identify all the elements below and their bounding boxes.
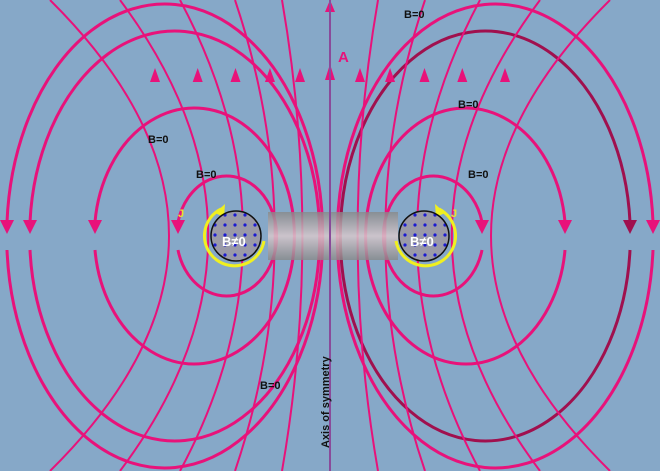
arrow-icon — [558, 220, 572, 234]
arrow-icon — [264, 68, 275, 82]
axial-field-line — [119, 0, 210, 471]
field-zero-label: B=0 — [458, 99, 479, 111]
arrow-icon — [419, 68, 430, 82]
field-zero-label: B=0 — [260, 380, 281, 392]
field-zero-label: B=0 — [196, 169, 217, 181]
coil-field-label: B≠0 — [222, 234, 246, 249]
arrow-icon — [0, 220, 14, 234]
field-zero-label: B=0 — [404, 9, 425, 21]
coil-field-label: B≠0 — [410, 234, 434, 249]
axial-field-line — [49, 0, 170, 471]
arrow-icon — [500, 68, 510, 82]
arrow-icon — [457, 68, 468, 82]
toroid-cylinder — [268, 212, 398, 260]
field-zero-label: B=0 — [468, 169, 489, 181]
arrow-icon — [295, 68, 305, 82]
axis-label: Axis of symmetry — [320, 355, 332, 448]
coil-cross-section — [210, 210, 262, 262]
current-loop — [394, 207, 458, 268]
arrow-icon — [385, 68, 396, 82]
arrow-icon — [88, 220, 102, 234]
arrow-icon — [192, 68, 203, 82]
vector-potential-label: A — [338, 49, 349, 66]
arrow-icon — [171, 220, 185, 234]
current-label: J — [178, 208, 184, 220]
field-zero-label: B=0 — [148, 134, 169, 146]
left-coil: B≠0 J — [178, 204, 266, 268]
current-label: J — [451, 208, 457, 220]
axial-field-line — [450, 0, 541, 471]
axial-field-line — [490, 0, 611, 471]
arrow-icon — [150, 68, 160, 82]
current-arrow-icon — [215, 204, 225, 217]
arrow-icon — [355, 68, 365, 82]
arrow-icon — [230, 68, 241, 82]
arrow-icon — [646, 220, 660, 234]
arrow-icon — [475, 220, 489, 234]
arrow-icon — [23, 220, 37, 234]
current-arrow-icon — [435, 204, 445, 217]
field-arrows — [0, 0, 660, 234]
current-loop — [202, 207, 266, 268]
coil-cross-section — [398, 210, 450, 262]
arrow-icon — [623, 220, 637, 234]
right-coil: B≠0 J — [394, 204, 458, 268]
